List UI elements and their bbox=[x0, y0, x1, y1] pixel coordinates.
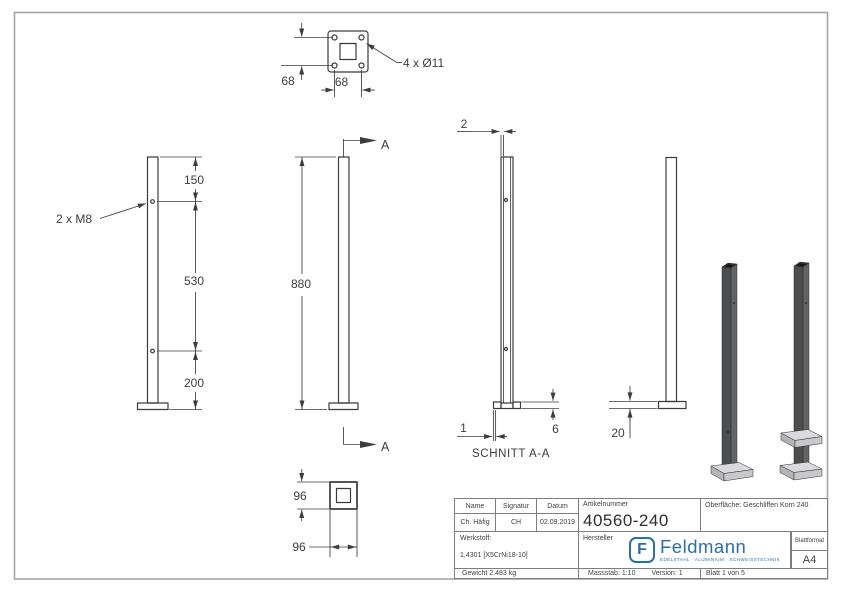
dim-plate-thickness: 6 bbox=[552, 422, 559, 436]
name-value: Ch. Häfig bbox=[455, 514, 496, 532]
artikelnummer-cell: Artikelnummer 40560-240 bbox=[579, 499, 701, 532]
blatt-text: Blatt 1 von 5 bbox=[706, 570, 745, 577]
right-view-post: 20 bbox=[609, 156, 687, 440]
blattformat-value: A4 bbox=[791, 551, 827, 569]
feldmann-brand-text: Feldmann bbox=[660, 536, 747, 557]
massstab-cell: Massstab: 1:10 Version: 1 bbox=[579, 569, 701, 578]
feldmann-tagline: EDELSTAHL · ALUMINIUM · SCHWEISSTECHNIK bbox=[660, 557, 781, 562]
oberflaeche-cell: Oberfläche: Geschliffen Korn 240 bbox=[701, 499, 827, 532]
werkstoff-cell: Werkstoff: 1.4301 [X5CrNi18-10] bbox=[455, 532, 579, 569]
bottom-view-flange: 96 96 bbox=[292, 469, 358, 557]
section-label-top: A bbox=[381, 138, 390, 152]
datum-header: Datum bbox=[537, 499, 579, 514]
hersteller-cell: Hersteller F Feldmann EDELSTAHL · ALUMIN… bbox=[579, 532, 791, 569]
render-post-plain bbox=[710, 262, 754, 482]
dim-flange-hole-spacing-h: 68 bbox=[335, 75, 349, 89]
werkstoff-label: Werkstoff: bbox=[460, 535, 492, 542]
datum-value: 02.09.2019 bbox=[537, 514, 579, 532]
hersteller-label: Hersteller bbox=[583, 535, 613, 542]
side-view-post: 880 A A bbox=[291, 137, 390, 454]
feldmann-f-icon: F bbox=[629, 537, 655, 563]
dim-base-height: 20 bbox=[611, 426, 625, 440]
dim-hole-to-base: 200 bbox=[184, 376, 204, 390]
dim-plate-width: 96 bbox=[292, 540, 306, 554]
blattformat-label: Blattformat bbox=[791, 532, 827, 551]
section-view: 2 1 6 SCHNITT A-A bbox=[457, 117, 559, 460]
artikelnummer-label: Artikelnummer bbox=[583, 501, 629, 508]
dim-wall-thickness: 2 bbox=[461, 117, 468, 131]
dim-plate-height: 96 bbox=[293, 489, 307, 503]
name-header: Name bbox=[455, 499, 496, 514]
dim-plate-gap: 1 bbox=[460, 421, 467, 435]
note-flange-holes: 4 x Ø11 bbox=[403, 56, 444, 70]
version-text: Version: 1 bbox=[651, 570, 683, 577]
oberflaeche-text: Oberfläche: Geschliffen Korn 240 bbox=[705, 502, 809, 509]
artikelnummer-value: 40560-240 bbox=[583, 511, 669, 530]
gewicht-text: Gewicht 2.483 kg bbox=[455, 569, 579, 578]
title-block: Name Signatur Datum Ch. Häfig CH 02.09.2… bbox=[454, 498, 828, 579]
feldmann-logo: F Feldmann EDELSTAHL · ALUMINIUM · SCHWE… bbox=[629, 537, 780, 563]
dim-flange-hole-spacing-v: 68 bbox=[281, 74, 295, 88]
werkstoff-value: 1.4301 [X5CrNi18-10] bbox=[460, 552, 528, 559]
section-arrow-top-icon bbox=[360, 137, 377, 144]
top-view-flange: 68 68 4 x Ø11 bbox=[281, 23, 444, 97]
note-thread-holes: 2 x M8 bbox=[56, 212, 92, 226]
render-post-with-rosette bbox=[779, 261, 823, 481]
signatur-value: CH bbox=[496, 514, 537, 532]
dim-post-top-to-hole: 150 bbox=[184, 173, 204, 187]
signatur-header: Signatur bbox=[496, 499, 537, 514]
section-arrow-bottom-icon bbox=[360, 441, 377, 448]
dim-overall-height: 880 bbox=[291, 277, 311, 291]
page-frame bbox=[13, 11, 829, 580]
dim-hole-to-hole: 530 bbox=[184, 274, 204, 288]
front-view-post: 150 530 200 2 x M8 bbox=[56, 156, 204, 411]
section-view-title: SCHNITT A-A bbox=[472, 448, 550, 460]
section-label-bottom: A bbox=[381, 440, 390, 454]
massstab-text: Massstab: 1:10 bbox=[588, 570, 636, 577]
